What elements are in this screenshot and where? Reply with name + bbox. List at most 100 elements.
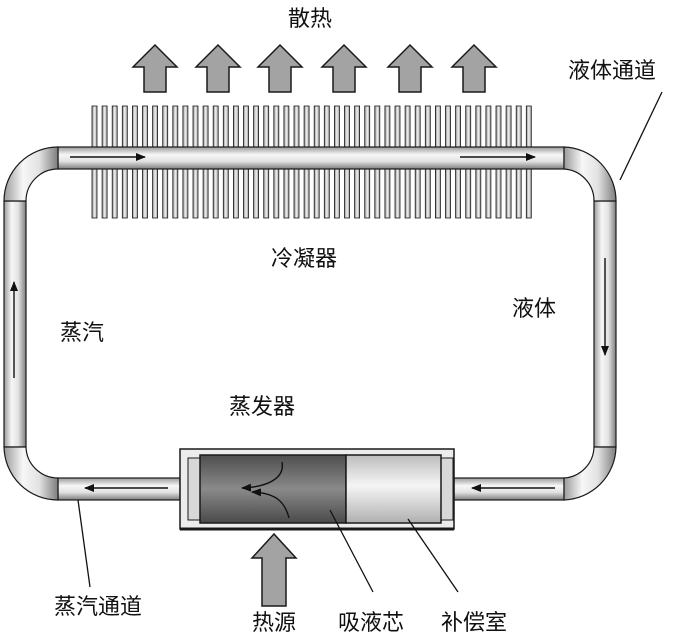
fin: [394, 105, 401, 148]
fin: [222, 105, 229, 148]
condenser-pipe: [57, 146, 565, 170]
up-arrow-icon: [386, 43, 434, 93]
flow-arrows: [10, 153, 609, 492]
fin: [142, 105, 148, 148]
corner-top-right: [563, 146, 617, 202]
fin: [253, 168, 260, 219]
loop-pipe: [3, 146, 617, 501]
fin: [142, 168, 148, 219]
evaporator-end-cap-left: [187, 457, 201, 521]
fin: [131, 105, 138, 148]
fin: [202, 168, 209, 219]
fin: [313, 168, 320, 219]
fin: [344, 168, 350, 219]
wick: [199, 454, 347, 524]
fin: [212, 168, 219, 219]
fin: [354, 168, 361, 219]
up-arrow-icon: [256, 43, 304, 93]
fin: [303, 168, 310, 219]
fin: [253, 105, 260, 148]
fin: [455, 168, 462, 219]
fin: [434, 168, 441, 219]
corner-bottom-right: [563, 446, 617, 501]
fin: [152, 168, 159, 219]
liquid-label: 液体: [512, 297, 556, 322]
fin: [303, 105, 310, 148]
fin: [283, 168, 290, 219]
fin: [131, 168, 138, 219]
fin: [101, 105, 108, 148]
fin: [91, 105, 98, 148]
fin: [212, 105, 219, 148]
fin: [384, 105, 391, 148]
fin: [152, 105, 159, 148]
fin: [495, 105, 502, 148]
compensation-chamber-label: 补偿室: [441, 611, 507, 636]
fin: [505, 105, 512, 148]
fin: [374, 168, 381, 219]
fin: [404, 105, 411, 148]
fin: [384, 168, 391, 219]
heat-source-label: 热源: [252, 611, 296, 636]
leader-lines: [77, 91, 663, 593]
fin: [364, 105, 371, 148]
corner-bottom-left: [3, 446, 59, 501]
liquid-line-pipe-bottom: [453, 477, 565, 501]
fin: [313, 105, 320, 148]
fin: [485, 168, 492, 219]
condenser-label: 冷凝器: [271, 247, 337, 272]
fin: [111, 105, 118, 148]
fin: [162, 168, 169, 219]
fin: [465, 168, 472, 219]
fin: [182, 168, 189, 219]
fin: [465, 105, 472, 148]
fin: [414, 105, 421, 148]
leader-vapor-line: [77, 499, 91, 588]
fin: [475, 105, 482, 148]
fin: [434, 105, 441, 148]
condenser-fins-bottom: [91, 168, 532, 219]
fin: [515, 105, 522, 148]
vapor-gen-arrow-bottom: [251, 488, 290, 519]
fin: [232, 105, 239, 148]
fin: [192, 105, 199, 148]
leader-wick: [329, 509, 374, 593]
vapor-line-label: 蒸汽通道: [54, 595, 142, 620]
fin: [424, 168, 431, 219]
fin: [505, 168, 512, 219]
corner-top-left: [3, 146, 59, 202]
heat-dissipation-label: 散热: [288, 7, 332, 32]
fin: [293, 168, 300, 219]
leader-compensation-chamber: [407, 518, 459, 593]
fin: [354, 105, 361, 148]
fin: [404, 168, 411, 219]
fin: [192, 168, 199, 219]
fin: [273, 168, 280, 219]
heat-in-arrow-icon: [250, 532, 298, 607]
fin: [374, 105, 381, 148]
fin: [394, 168, 401, 219]
fin: [101, 168, 108, 219]
fin: [222, 168, 229, 219]
fin: [333, 105, 340, 148]
vapor-line-pipe: [57, 477, 181, 501]
fin: [364, 168, 371, 219]
fin: [232, 168, 239, 219]
fin: [283, 105, 290, 148]
fin: [182, 105, 189, 148]
fin: [475, 168, 482, 219]
compensation-chamber: [345, 454, 442, 524]
fin: [121, 105, 128, 148]
fin: [172, 105, 179, 148]
fin: [243, 168, 249, 219]
up-arrow-icon: [194, 43, 242, 93]
up-arrow-icon: [450, 43, 498, 93]
fin: [293, 105, 300, 148]
fin: [344, 105, 350, 148]
up-arrow-icon: [131, 43, 179, 93]
fin: [162, 105, 169, 148]
wick-label: 吸液芯: [338, 611, 404, 636]
fin: [525, 105, 532, 148]
fin: [263, 168, 270, 219]
